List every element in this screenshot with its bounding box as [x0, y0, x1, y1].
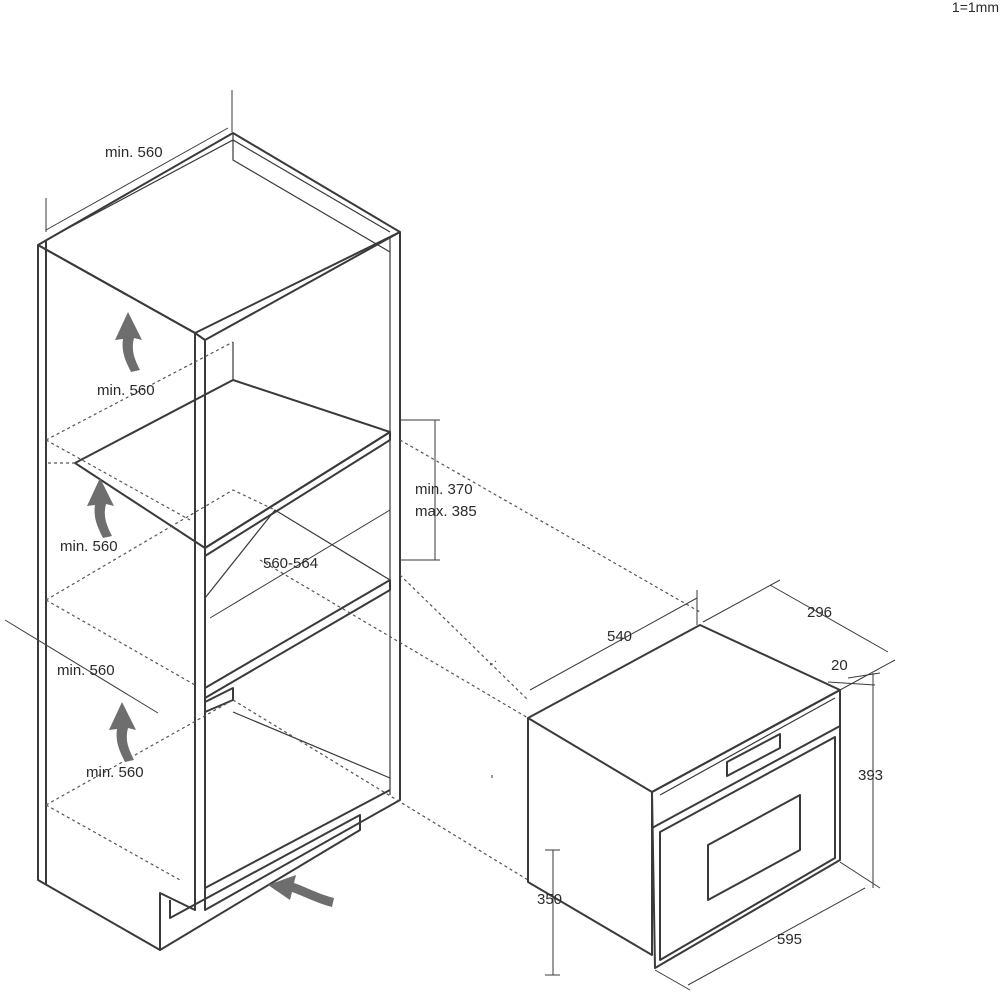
dimension-lines: [4, 90, 896, 991]
projection-lines: [232, 439, 701, 881]
label-top-width: min. 560: [105, 144, 163, 161]
door-window: [707, 794, 801, 901]
cabinet-top-panel: [37, 132, 401, 334]
appliance-door: [659, 736, 836, 961]
label-depth-bottom: min. 560: [86, 764, 144, 781]
display-window: [726, 733, 781, 777]
shelf-upper: [74, 379, 391, 549]
label-niche-width: 560-564: [263, 555, 318, 572]
scale-note: 1=1mm: [952, 0, 999, 15]
built-in-appliance: [527, 624, 841, 969]
cabinet-right-panel: [204, 231, 401, 911]
control-panel: [651, 690, 841, 829]
airflow-arrow-icon: [268, 875, 334, 907]
airflow-arrow-icon: [115, 312, 142, 372]
airflow-arrows: [87, 312, 334, 907]
tall-cabinet: [37, 132, 401, 951]
label-niche-height-max: max. 385: [415, 503, 477, 520]
label-body-width: 540: [607, 628, 632, 645]
airflow-arrow-icon: [87, 478, 114, 538]
shelf-lower: [204, 579, 391, 699]
label-front-thickness: 20: [831, 657, 848, 674]
airflow-arrow-icon: [109, 702, 136, 762]
label-depth: 296: [807, 604, 832, 621]
label-depth-lower: min. 560: [57, 662, 115, 679]
shelf-middle: [204, 431, 391, 557]
label-depth-upper: min. 560: [97, 382, 155, 399]
label-front-height: 393: [858, 767, 883, 784]
label-body-height: 350: [537, 891, 562, 908]
label-front-width: 595: [777, 931, 802, 948]
cabinet-plinth: [159, 814, 361, 951]
label-depth-mid: min. 560: [60, 538, 118, 555]
shelf-bottom: [204, 687, 234, 713]
appliance-front-panel: [651, 689, 841, 969]
label-niche-height-min: min. 370: [415, 481, 473, 498]
appliance-top: [527, 624, 841, 793]
appliance-body-side: [527, 718, 653, 956]
dimension-labels: min. 560 min. 560 min. 560 min. 560 min.…: [57, 144, 883, 948]
